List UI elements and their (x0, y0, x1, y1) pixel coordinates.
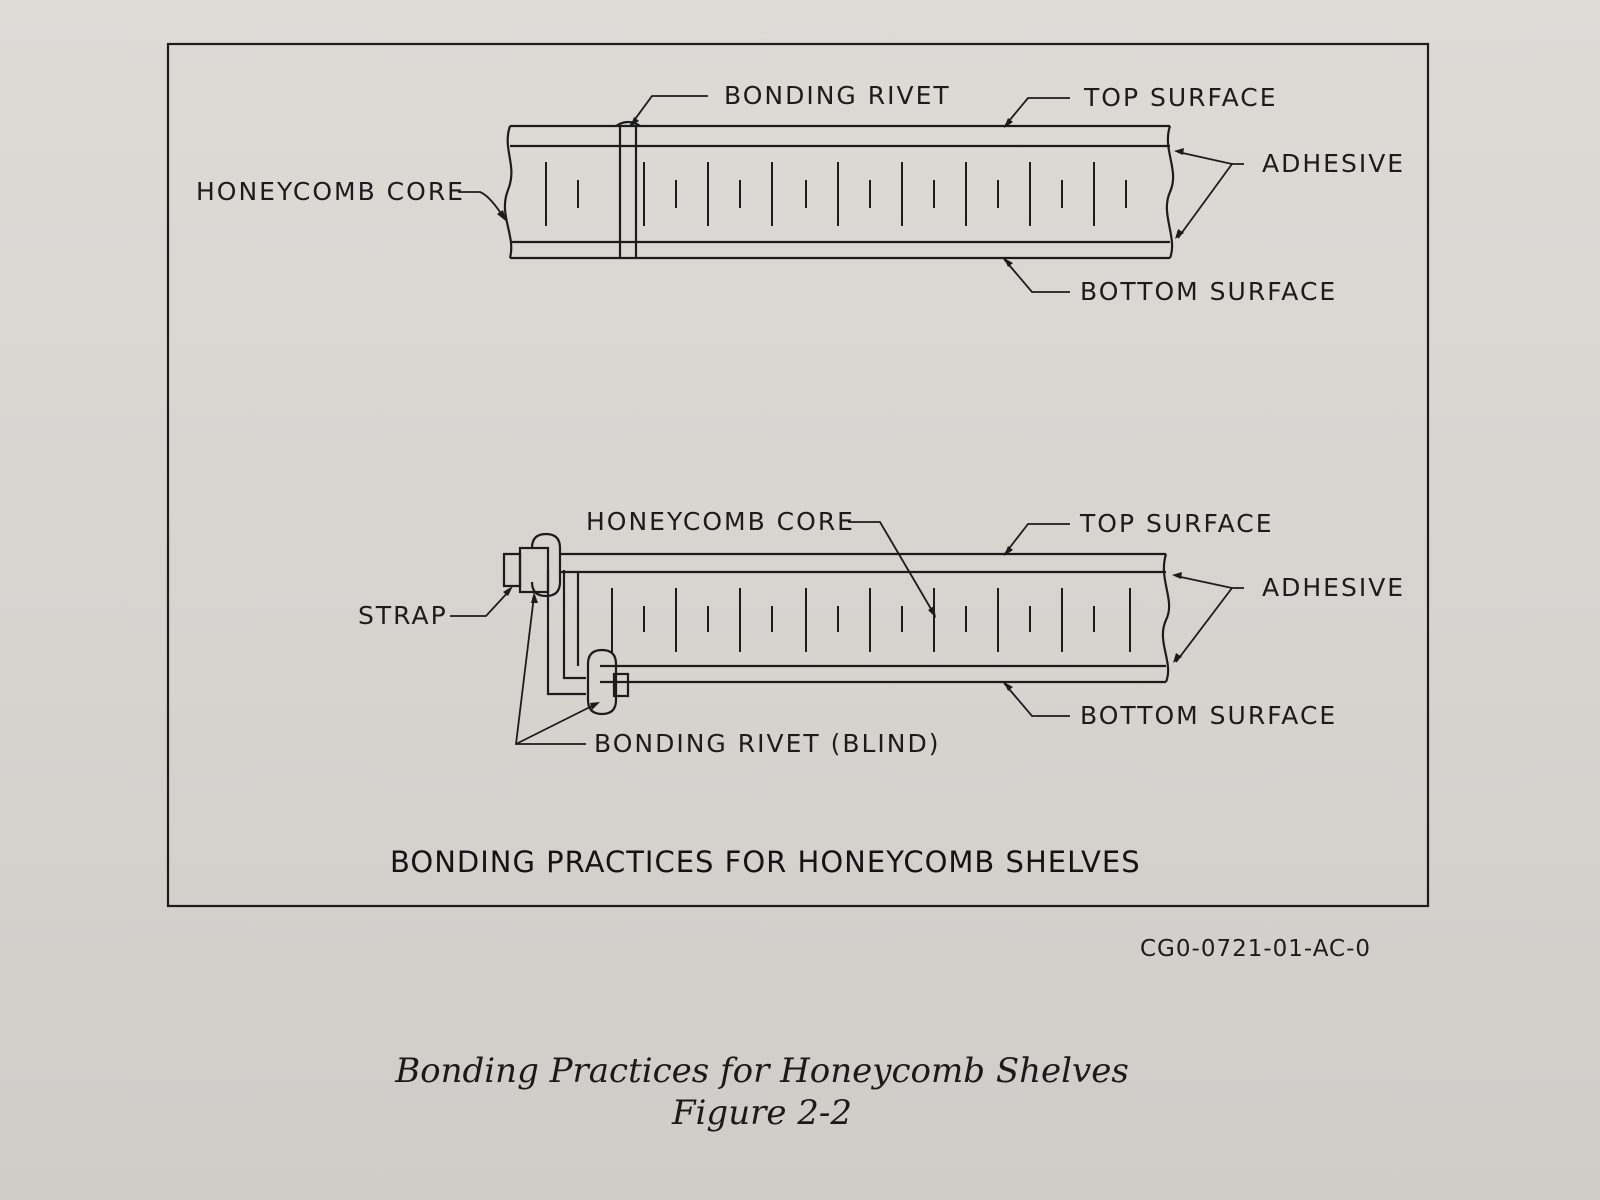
adhesive-label: ADHESIVE (1262, 573, 1405, 602)
drawing-code: CG0-0721-01-AC-0 (1140, 936, 1371, 962)
honeycomb-core-label: HONEYCOMB CORE (196, 177, 465, 206)
bonding-rivet-leader (629, 95, 708, 127)
top-surface-label: TOP SURFACE (1079, 509, 1274, 538)
leader-arrowhead (928, 606, 936, 618)
leader-arrowhead (531, 592, 538, 603)
strap-label: STRAP (358, 601, 448, 630)
honeycomb-core-leader (848, 521, 935, 615)
leader-arrowhead (503, 586, 513, 596)
caption-title: Bonding Practices for Honeycomb Shelves (394, 1051, 1129, 1091)
leader-arrowhead (1175, 229, 1184, 239)
top-surface-leader (1003, 97, 1070, 128)
leader-arrowhead (1004, 118, 1013, 128)
caption-figure-number: Figure 2-2 (671, 1093, 852, 1133)
leader-arrowhead (590, 702, 600, 710)
adhesive-leaders (1177, 151, 1244, 239)
bottom-surface-label: BOTTOM SURFACE (1080, 701, 1337, 730)
leader-arrowhead (1174, 148, 1184, 155)
leader-arrowhead (630, 117, 639, 127)
top-surface-leader (1003, 523, 1070, 556)
right-break-line (1165, 125, 1175, 259)
leader-arrowhead (497, 210, 507, 222)
honeycomb-cells (611, 588, 1131, 652)
leader-arrowhead (1173, 653, 1182, 663)
bottom-surface-skin (510, 240, 1170, 260)
bottom-shelf-section (502, 532, 1171, 716)
top-surface-skin (510, 124, 1170, 148)
figure-frame (166, 42, 1430, 908)
bonding-rivet-leaders (514, 595, 597, 745)
bottom-surface-leader (1003, 258, 1070, 293)
lower-rivet-tail (612, 672, 630, 698)
top-surface-label: TOP SURFACE (1083, 83, 1278, 112)
right-break-line (1161, 553, 1171, 683)
bonding-rivet-blind-label: BONDING RIVET (BLIND) (594, 729, 941, 758)
figure-title: BONDING PRACTICES FOR HONEYCOMB SHELVES (390, 845, 1141, 879)
honeycomb-cells (545, 162, 1127, 226)
lower-blind-rivet (586, 648, 618, 716)
leader-arrowhead (1004, 258, 1013, 267)
upper-rivet-tail (518, 546, 550, 594)
leader-arrowhead (1004, 546, 1013, 556)
bonding-rivet-head (615, 120, 641, 127)
top-surface-skin (560, 552, 1166, 574)
bottom-surface-label: BOTTOM SURFACE (1080, 277, 1337, 306)
top-shelf-section (503, 120, 1175, 260)
strap-leader (450, 589, 511, 617)
bottom-surface-skin (600, 664, 1166, 684)
bonding-rivet-label: BONDING RIVET (724, 81, 951, 110)
strap (546, 570, 586, 696)
leader-arrowhead (1172, 572, 1182, 579)
adhesive-label: ADHESIVE (1262, 149, 1405, 178)
bottom-surface-leader (1003, 682, 1070, 717)
upper-blind-rivet (530, 532, 562, 598)
leader-arrowhead (1004, 682, 1013, 691)
strap-end (502, 552, 522, 588)
honeycomb-core-label: HONEYCOMB CORE (586, 507, 855, 536)
left-break-line (503, 125, 513, 259)
adhesive-leaders (1175, 575, 1244, 663)
bonding-rivet-shaft (618, 126, 638, 258)
